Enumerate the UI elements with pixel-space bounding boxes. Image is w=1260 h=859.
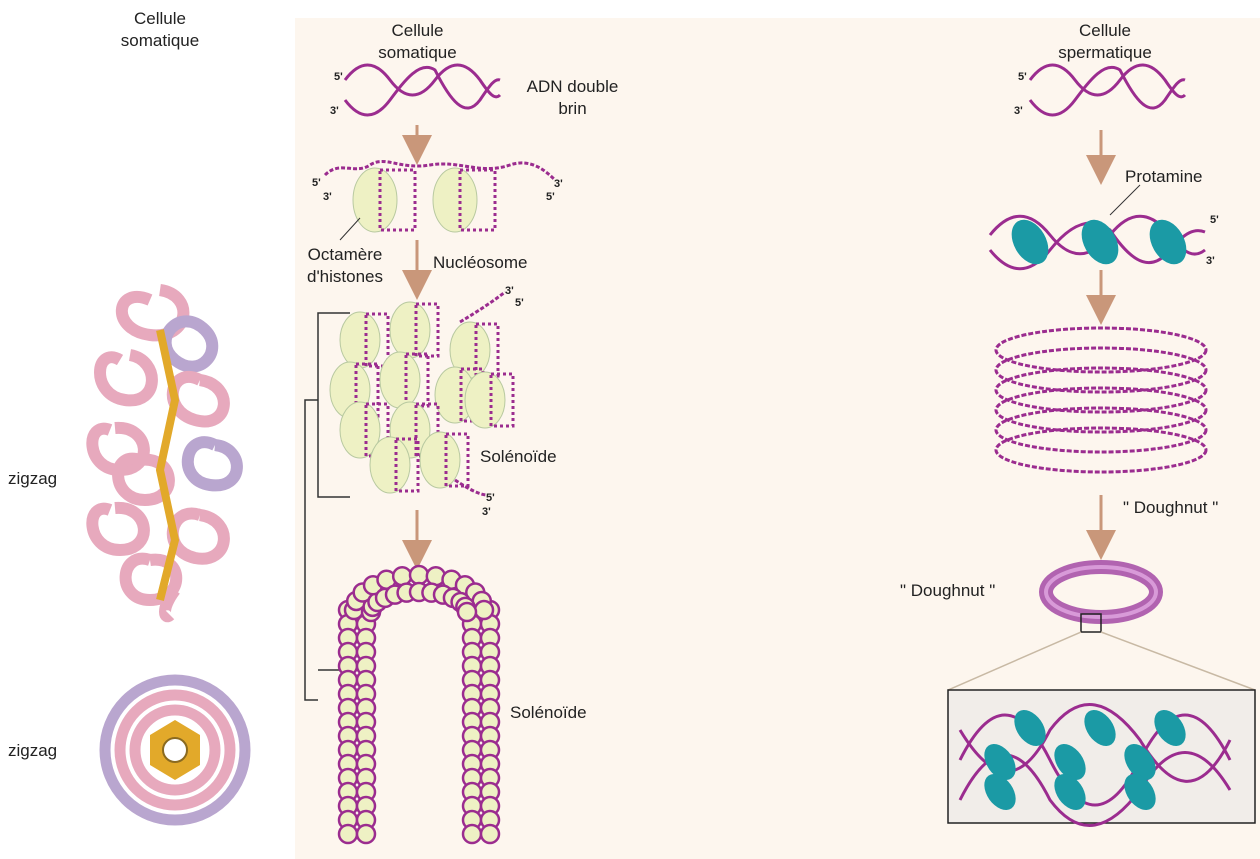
somatic-cell-label: Cellule somatique: [345, 20, 490, 64]
zigzag-fiber-side: [60, 270, 260, 670]
dna-double-helix-somatic: [345, 65, 500, 115]
solenoid-arch: [339, 566, 499, 843]
nucleosome-core: [370, 437, 410, 493]
end-3-solenoid-top: 3': [505, 280, 514, 302]
solenoid-label-1: Solénoïde: [480, 446, 557, 468]
nucleosome-bead: [357, 825, 375, 843]
end-5-protamine: 5': [1210, 209, 1219, 231]
dna-label: ADN double brin: [510, 76, 635, 120]
left-cell-label: Cellule somatique: [95, 8, 225, 52]
sperm-cell-label: Cellule spermatique: [1035, 20, 1175, 64]
nucleosome-core: [340, 312, 380, 368]
nucleosome-bead: [458, 603, 476, 621]
nucleosome-core: [390, 302, 430, 358]
coiled-toroid: [996, 328, 1206, 472]
protamine-helix: [990, 185, 1205, 271]
protamine-label: Protamine: [1125, 166, 1202, 188]
histone-octamer-label: Octamère d'histones: [295, 244, 395, 288]
nucleosome-label: Nucléosome: [433, 252, 528, 274]
zigzag-fiber-top: [95, 670, 255, 830]
dna-double-helix-sperm: [1030, 65, 1185, 115]
nucleosome-bead: [475, 601, 493, 619]
nucleosome-pair: [325, 161, 555, 240]
end-5-solenoid-top: 5': [515, 292, 524, 314]
nucleosome-core: [420, 432, 460, 488]
end-5-somatic: 5': [334, 66, 343, 88]
doughnut-arrow-label: " Doughnut ": [1123, 497, 1218, 519]
end-5-sperm: 5': [1018, 66, 1027, 88]
end-3-sperm: 3': [1014, 100, 1023, 122]
end-3-solenoid-bottom: 3': [482, 501, 491, 523]
end-3-nucleosome-left: 3': [323, 186, 332, 208]
end-5-nucleosome-right: 5': [546, 186, 555, 208]
nucleosome-bead: [481, 825, 499, 843]
nucleosome-bead: [463, 825, 481, 843]
nucleosome-bead: [410, 566, 428, 584]
zigzag-label-bottom: zigzag: [8, 740, 57, 762]
doughnut-ring-label: " Doughnut ": [900, 580, 995, 602]
nucleosome-bead: [339, 825, 357, 843]
end-3-protamine: 3': [1206, 250, 1215, 272]
nucleosome-core: [380, 352, 420, 408]
dna-linker: [455, 480, 488, 495]
nucleosome-bead: [393, 567, 411, 585]
dna-linker: [460, 292, 505, 322]
end-3-nucleosome-right: 3': [554, 173, 563, 195]
zigzag-label-top: zigzag: [8, 468, 57, 490]
flow-arrows: [417, 125, 1101, 555]
end-3-somatic: 3': [330, 100, 339, 122]
solenoid-label-2: Solénoïde: [510, 702, 587, 724]
zoom-box: [948, 690, 1255, 825]
nucleosome-core: [465, 372, 505, 428]
end-5-nucleosome-left: 5': [312, 172, 321, 194]
